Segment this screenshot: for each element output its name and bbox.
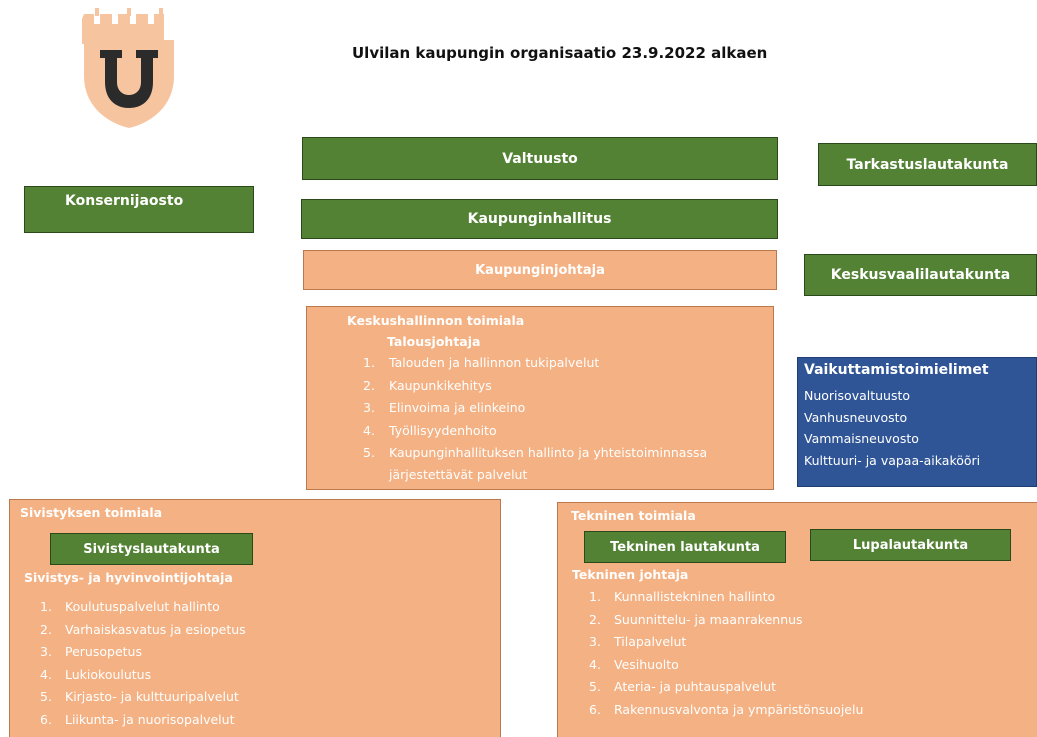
vaikuttamis-list: Nuorisovaltuusto Vanhusneuvosto Vammaisn… bbox=[804, 385, 980, 471]
list-item: 5.Kaupunginhallituksen hallinto ja yhtei… bbox=[363, 445, 708, 460]
list-item: 2.Varhaiskasvatus ja esiopetus bbox=[40, 621, 246, 637]
list-item: Vammaisneuvosto bbox=[804, 431, 919, 446]
list-item: Kulttuuri- ja vapaa-aikaköõri bbox=[804, 452, 981, 468]
tekninen-list: 1.Kunnallistekninen hallinto 2.Suunnitte… bbox=[589, 586, 1009, 721]
list-item: Nuorisovaltuusto bbox=[804, 388, 911, 403]
box-vaikuttamistoimielimet: Vaikuttamistoimielimet Nuorisovaltuusto … bbox=[797, 357, 1037, 487]
list-item: 5.Kirjasto- ja kulttuuripalvelut bbox=[40, 689, 239, 704]
box-sivistyslautakunta: Sivistyslautakunta bbox=[50, 533, 253, 565]
list-item: 3.Elinvoima ja elinkeino bbox=[363, 400, 526, 415]
list-item: 5.Ateria- ja puhtauspalvelut bbox=[589, 679, 777, 694]
list-item: 2.Suunnittelu- ja maanrakennus bbox=[589, 611, 803, 627]
box-valtuusto: Valtuusto bbox=[302, 137, 778, 180]
box-keskusvaalilautakunta: Keskusvaalilautakunta bbox=[804, 254, 1037, 296]
list-item: 3.Tilapalvelut bbox=[589, 634, 687, 649]
list-item: 1.Koulutuspalvelut hallinto bbox=[40, 599, 220, 614]
box-sivistys: Sivistyksen toimiala Sivistyslautakunta … bbox=[9, 499, 501, 737]
box-tarkastuslautakunta: Tarkastuslautakunta bbox=[818, 143, 1037, 186]
page-title: Ulvilan kaupungin organisaatio 23.9.2022… bbox=[352, 44, 768, 62]
box-kaupunginjohtaja: Kaupunginjohtaja bbox=[303, 250, 777, 290]
box-tekninen: Tekninen toimiala Tekninen lautakunta Lu… bbox=[557, 502, 1037, 737]
list-item: 2.Kaupunkikehitys bbox=[363, 377, 492, 393]
box-kaupunginhallitus: Kaupunginhallitus bbox=[301, 199, 778, 239]
box-keskushallinto: Keskushallinnon toimiala Talousjohtaja 1… bbox=[306, 306, 774, 490]
list-item: 6.Liikunta- ja nuorisopalvelut bbox=[40, 711, 235, 727]
box-lupalautakunta: Lupalautakunta bbox=[810, 529, 1011, 561]
crest-icon bbox=[72, 8, 174, 128]
list-item: 1.Kunnallistekninen hallinto bbox=[589, 589, 776, 604]
box-konsernijaosto: Konsernijaosto bbox=[24, 186, 254, 233]
list-item-continuation: järjestettävät palvelut bbox=[389, 466, 528, 482]
tekninen-header: Tekninen toimiala bbox=[571, 508, 696, 523]
keskushallinto-director: Talousjohtaja bbox=[387, 334, 481, 349]
vaikuttamis-header: Vaikuttamistoimielimet bbox=[804, 362, 989, 378]
box-tekninen-lautakunta: Tekninen lautakunta bbox=[584, 531, 786, 563]
city-crest-logo bbox=[72, 6, 176, 130]
tekninen-director: Tekninen johtaja bbox=[572, 567, 689, 582]
keskushallinto-list: 1.Talouden ja hallinnon tukipalvelut 2.K… bbox=[363, 352, 763, 485]
sivistys-list: 1.Koulutuspalvelut hallinto 2.Varhaiskas… bbox=[40, 596, 460, 731]
list-item: 4.Työllisyydenhoito bbox=[363, 422, 497, 438]
list-item: 4.Vesihuolto bbox=[589, 656, 679, 672]
list-item: Vanhusneuvosto bbox=[804, 409, 908, 425]
list-item: 4.Lukiokoulutus bbox=[40, 666, 152, 682]
keskushallinto-header: Keskushallinnon toimiala bbox=[347, 313, 525, 328]
list-item: 1.Talouden ja hallinnon tukipalvelut bbox=[363, 355, 600, 370]
sivistys-director: Sivistys- ja hyvinvointijohtaja bbox=[24, 570, 233, 585]
list-item: 3.Perusopetus bbox=[40, 644, 142, 659]
list-item: 6.Rakennusvalvonta ja ympäristönsuojelu bbox=[589, 701, 864, 717]
sivistys-header: Sivistyksen toimiala bbox=[20, 505, 163, 520]
